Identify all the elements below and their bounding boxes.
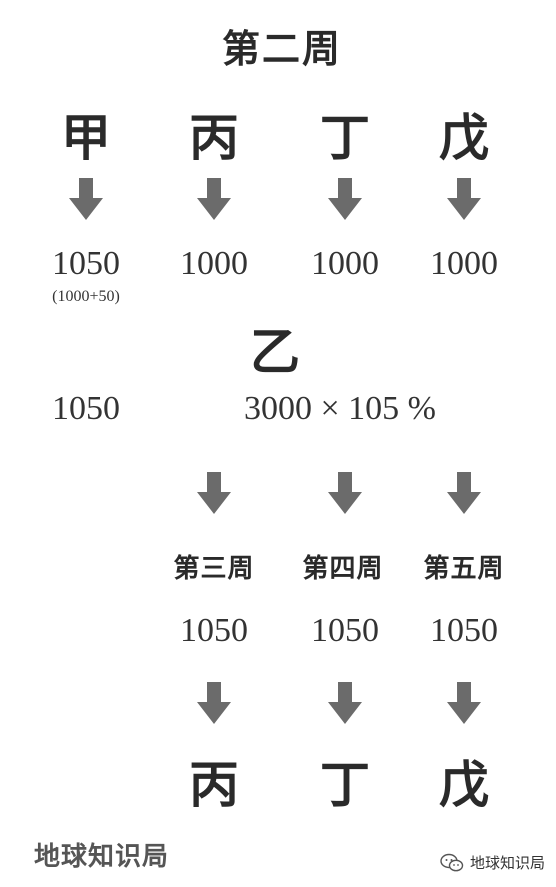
person-wu-bottom: 戊: [439, 755, 489, 814]
week-label: 第三周: [173, 554, 255, 584]
amount-jia: 1050: [52, 245, 120, 282]
person-yi: 乙: [250, 322, 300, 381]
person-ding: 丁: [320, 108, 370, 167]
person-bing-bottom: 丙: [189, 755, 239, 814]
down-arrow-icon: [327, 178, 363, 220]
watermark: 地球知识局: [440, 852, 545, 873]
down-arrow-icon: [446, 682, 482, 724]
amount-wu: 1000: [430, 245, 498, 282]
week-amount: 1050: [430, 612, 498, 649]
person-ding-bottom: 丁: [320, 755, 370, 814]
down-arrow-icon: [446, 472, 482, 514]
down-arrow-icon: [196, 178, 232, 220]
down-arrow-icon: [196, 472, 232, 514]
week-label: 第五周: [423, 554, 505, 584]
week-amount: 1050: [180, 612, 248, 649]
yi-left-value: 1050: [52, 390, 120, 427]
watermark-text: 地球知识局: [470, 854, 546, 872]
week-label: 第四周: [302, 554, 384, 584]
down-arrow-icon: [327, 682, 363, 724]
brand-logo-text: 地球知识局: [34, 842, 170, 872]
amount-note: (1000+50): [52, 288, 120, 305]
page-title: 第二周: [221, 26, 343, 71]
person-wu: 戊: [439, 108, 489, 167]
amount-bing: 1000: [180, 245, 248, 282]
down-arrow-icon: [68, 178, 104, 220]
down-arrow-icon: [196, 682, 232, 724]
wechat-icon: [440, 853, 464, 871]
down-arrow-icon: [327, 472, 363, 514]
amount-ding: 1000: [311, 245, 379, 282]
yi-formula: 3000 × 105 %: [244, 390, 436, 427]
person-bing: 丙: [189, 108, 239, 167]
person-jia: 甲: [61, 108, 111, 167]
week-amount: 1050: [311, 612, 379, 649]
down-arrow-icon: [446, 178, 482, 220]
